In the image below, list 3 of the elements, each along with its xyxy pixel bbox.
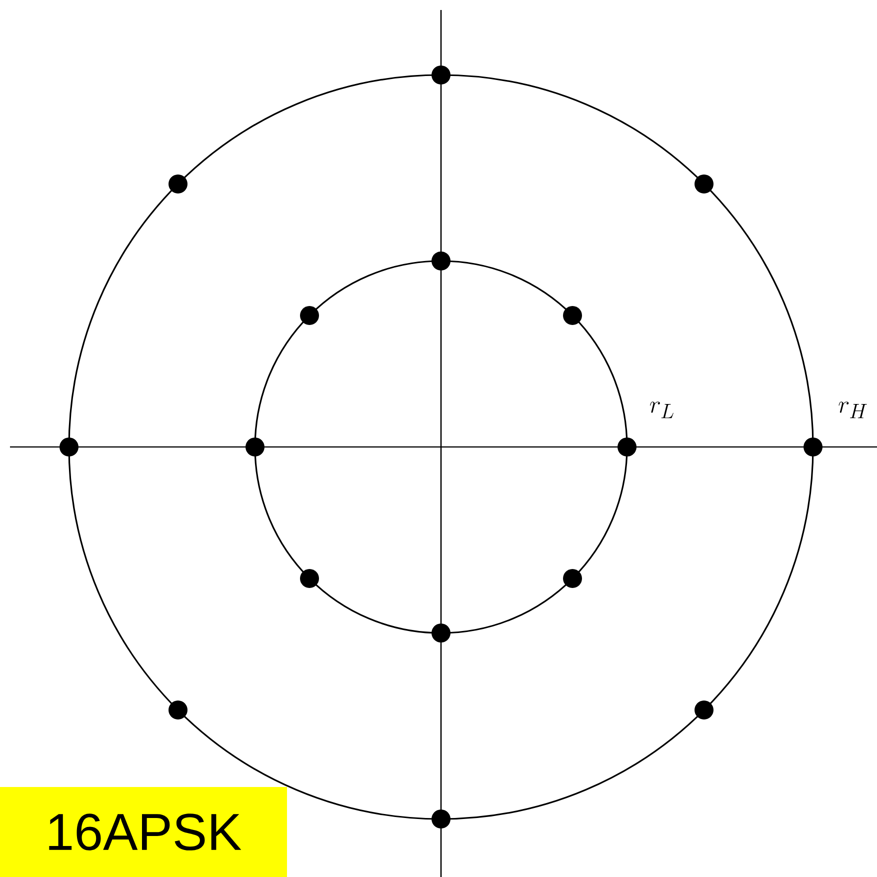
- radius-label: $r_L$: [650, 402, 674, 418]
- title-box: 16APSK: [0, 787, 287, 877]
- radius-label: $r_H$: [838, 402, 867, 418]
